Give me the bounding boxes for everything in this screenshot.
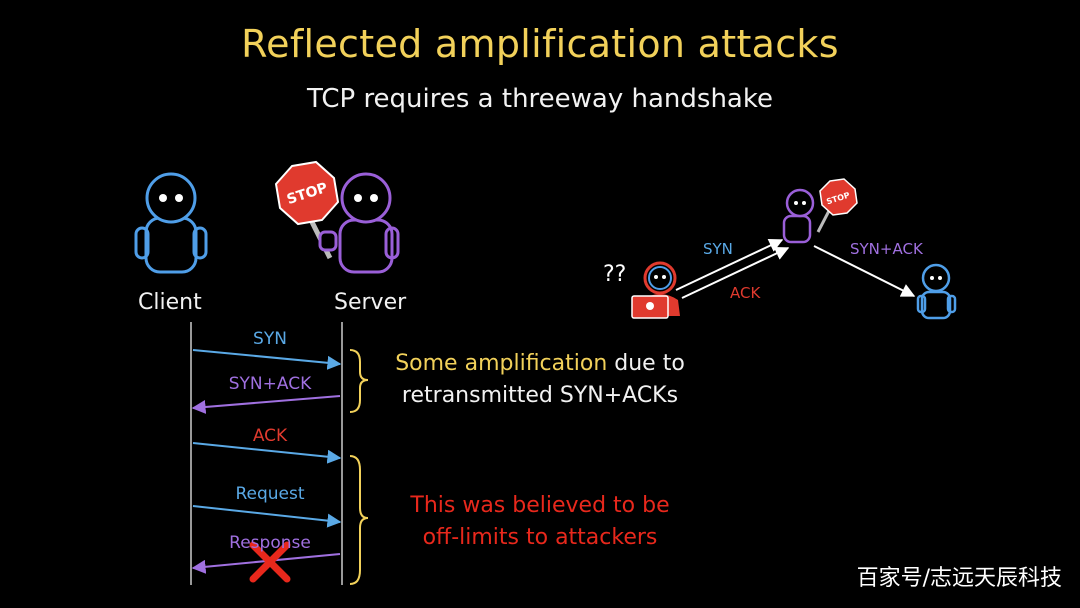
request-arrow (192, 505, 342, 528)
off-limits-note-line2: off-limits to attackers (422, 525, 658, 550)
ack-arrow (192, 442, 342, 464)
attack-ack-arrow (681, 247, 790, 299)
synack-label: SYN+ACK (228, 374, 312, 394)
brace-2 (349, 455, 369, 585)
off-limits-note: This was believed to be off-limits to at… (380, 490, 700, 554)
client-label: Client (138, 290, 202, 315)
brace-1 (349, 349, 369, 413)
watermark: 百家号/志远天辰科技 (856, 566, 1062, 591)
victim-figure-icon (916, 263, 957, 320)
client-figure-icon (134, 172, 208, 274)
slide-title: Reflected amplification attacks (241, 22, 839, 66)
server-figure-icon (338, 172, 400, 274)
reflected-synack-label: SYN+ACK (850, 240, 923, 258)
question-marks: ?? (603, 262, 627, 287)
amplification-note: Some amplification due to retransmitted … (380, 348, 700, 412)
reflected-synack-arrow (813, 245, 916, 297)
synack-arrow (191, 395, 341, 414)
attack-ack-label: ACK (730, 284, 761, 302)
attacker-figure-icon (631, 261, 680, 319)
off-limits-note-line1: This was believed to be (410, 493, 670, 518)
slide-subtitle: TCP requires a threeway handshake (306, 84, 773, 114)
amplification-note-highlight: Some amplification (395, 351, 608, 376)
syn-arrow (192, 349, 342, 370)
small-stop-sign-icon: STOP (816, 178, 858, 233)
request-label: Request (235, 484, 305, 504)
attack-syn-arrow (675, 239, 784, 291)
response-label: Response (229, 533, 311, 553)
attack-syn-label: SYN (703, 240, 733, 258)
amplification-note-rest: due to (607, 351, 685, 376)
server-label: Server (334, 290, 407, 315)
reflector-server-icon (782, 188, 815, 244)
blocked-x-icon (249, 541, 291, 583)
ack-label: ACK (252, 426, 288, 446)
amplification-note-line2: retransmitted SYN+ACKs (401, 383, 679, 408)
stop-sign-icon: STOP (274, 160, 340, 260)
syn-label: SYN (253, 329, 287, 349)
